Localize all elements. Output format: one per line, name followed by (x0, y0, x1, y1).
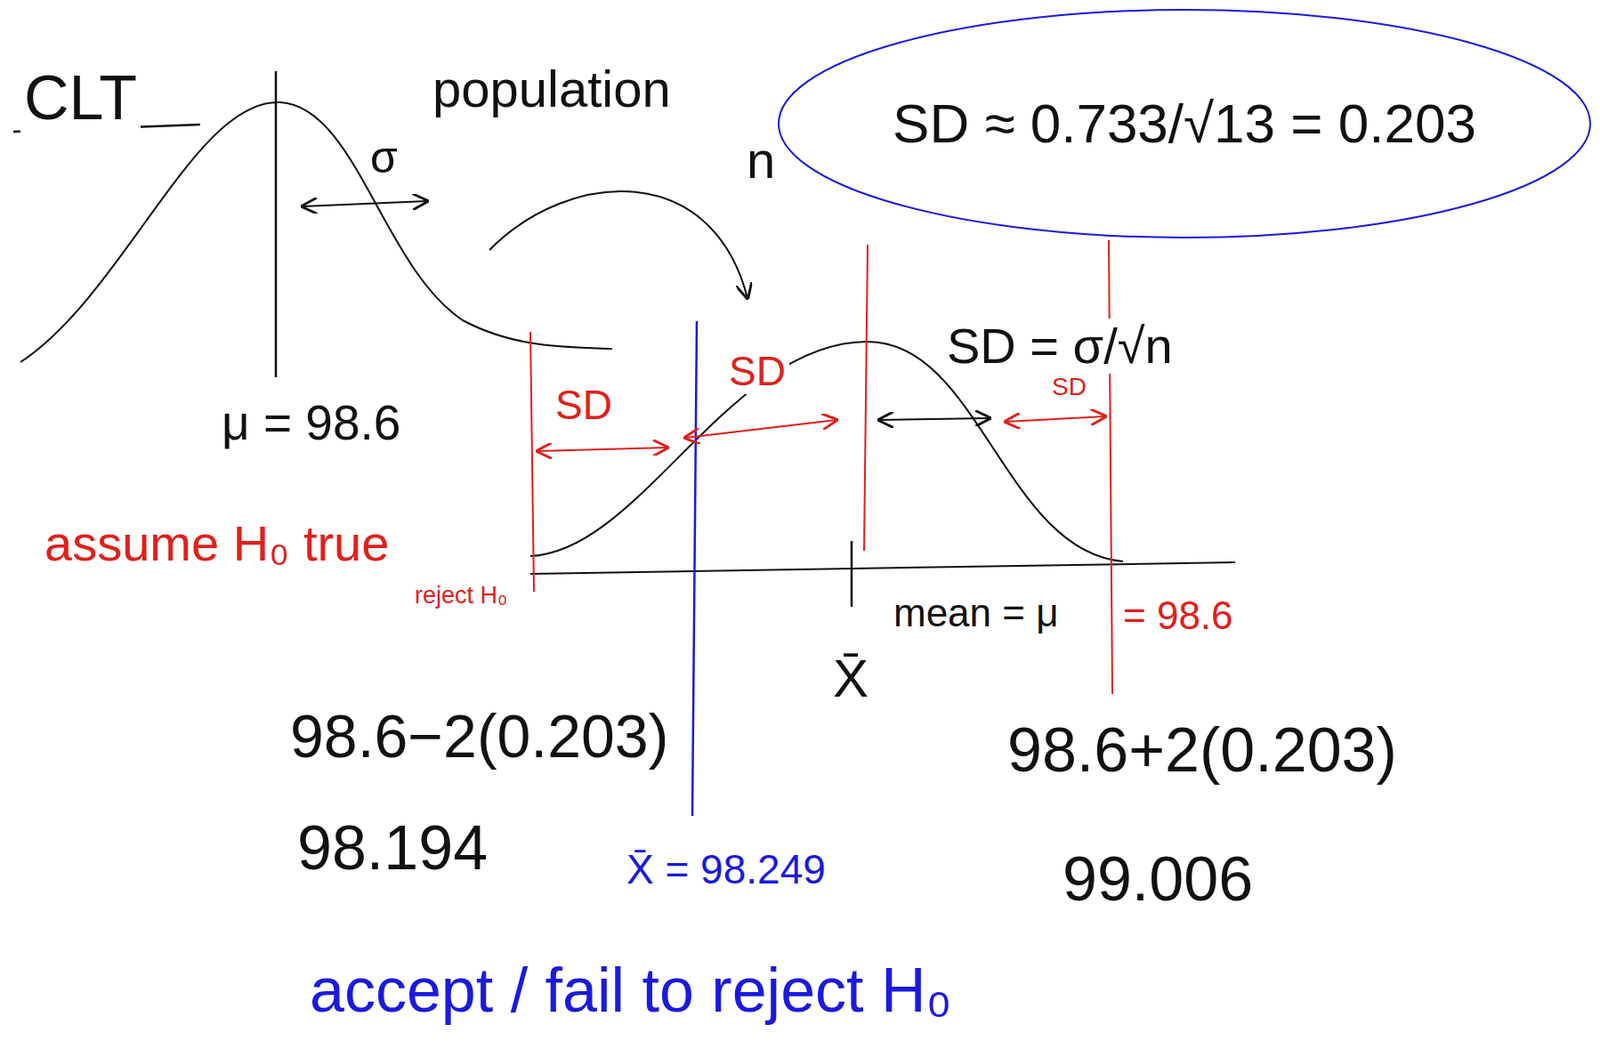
reject-bound-right (1108, 240, 1113, 695)
axis-label: X̄ (829, 649, 873, 709)
symbol-label: σ (366, 133, 402, 183)
mean-label: μ = 98.6 (218, 395, 405, 451)
bound-value: 99.006 (1058, 845, 1257, 914)
curve-label: population (428, 60, 675, 118)
symbol-label: n (743, 131, 779, 189)
note: reject H₀ (411, 582, 511, 610)
sd-label: SD (725, 348, 790, 395)
bound-formula: 98.6+2(0.203) (1003, 716, 1401, 785)
sd-arrow (685, 420, 837, 438)
note: assume H₀ true (40, 516, 393, 572)
sampling-curve (530, 341, 1124, 562)
sd-label: SD (551, 382, 616, 429)
sigma-arrow (302, 201, 428, 207)
sample-mean-line (692, 321, 697, 817)
heading: CLT (20, 64, 141, 133)
reject-bound-left (530, 331, 534, 592)
sampling-arrow (489, 191, 748, 299)
formula: SD = σ/√n (943, 318, 1177, 374)
axis-tick (850, 541, 854, 607)
conclusion: accept / fail to reject H₀ (306, 956, 956, 1026)
population-curve (20, 102, 613, 363)
sd-arrow (879, 418, 990, 421)
x-axis (530, 562, 1236, 574)
mean-line (864, 244, 868, 551)
bound-formula: 98.6−2(0.203) (286, 703, 672, 770)
axis-label: = 98.6 (1119, 594, 1237, 638)
axis-label: mean = μ (889, 591, 1063, 635)
sd-label: SD (1048, 373, 1091, 402)
sd-arrow (1005, 416, 1106, 422)
callout-ellipse: SD ≈ 0.733/√13 = 0.203 (775, 7, 1593, 241)
sd-arrow (537, 447, 668, 452)
sample-mean: X̄ = 98.249 (622, 847, 830, 893)
population-mean-line (274, 71, 278, 378)
callout-text: SD ≈ 0.733/√13 = 0.203 (892, 93, 1477, 154)
bound-value: 98.194 (293, 814, 492, 883)
